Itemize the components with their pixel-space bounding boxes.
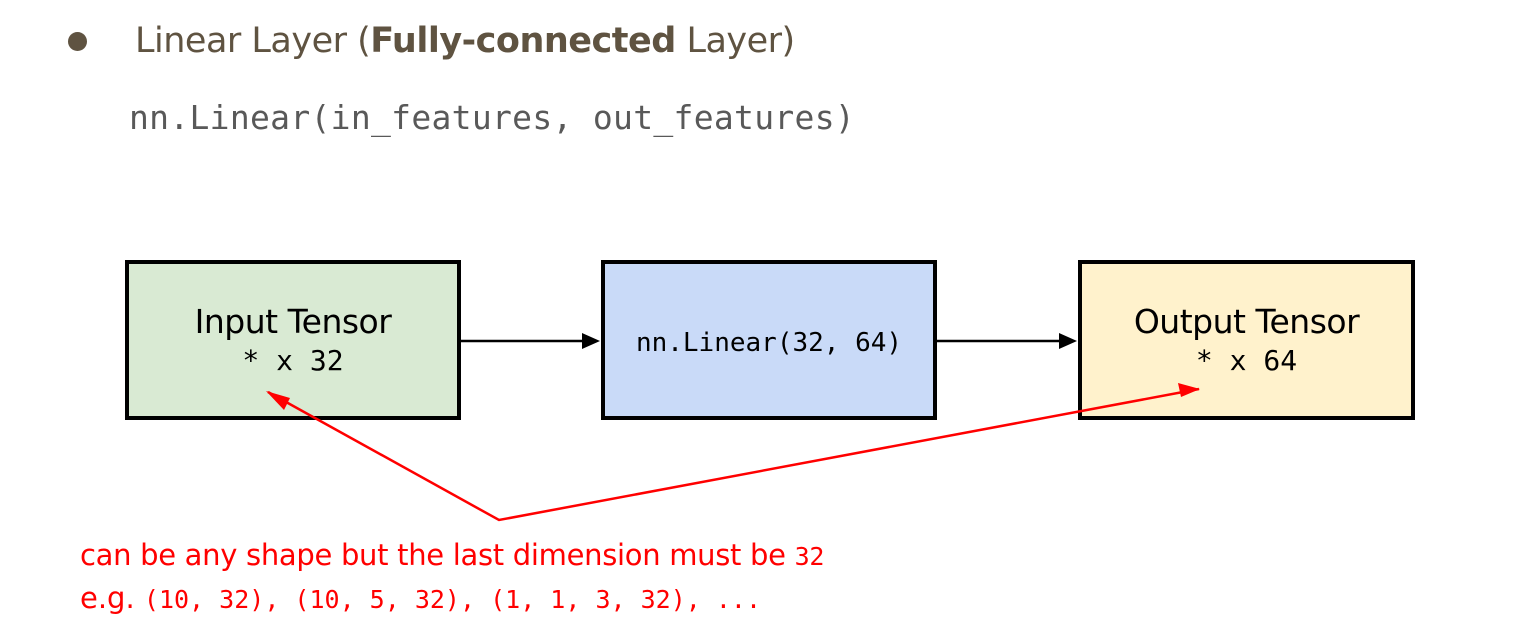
annotation-line-2: e.g. (10, 32), (10, 5, 32), (1, 1, 3, 32… <box>80 581 761 615</box>
bullet-heading-suffix: Layer) <box>675 21 795 61</box>
flow-arrow-linear-to-output <box>937 333 1077 349</box>
annotation-line-1-code: 32 <box>794 542 825 571</box>
input-tensor-shape: * x 32 <box>242 344 344 377</box>
output-tensor-title: Output Tensor <box>1133 302 1360 341</box>
bullet-heading-bold: Fully-connected <box>370 21 676 61</box>
bullet-item: Linear Layer (Fully-connected Layer) <box>62 14 795 68</box>
annotation-line-2-examples: (10, 32), (10, 5, 32), (1, 1, 3, 32), ..… <box>143 585 762 614</box>
annotation-line-1-text: can be any shape but the last dimension … <box>80 538 795 572</box>
annotation-line-2-prefix: e.g. <box>80 581 144 615</box>
input-tensor-box: Input Tensor * x 32 <box>125 260 461 420</box>
bullet-dot-icon <box>68 31 87 51</box>
linear-layer-label: nn.Linear(32, 64) <box>635 328 903 358</box>
output-tensor-shape: * x 64 <box>1195 344 1298 377</box>
output-tensor-box: Output Tensor * x 64 <box>1078 260 1415 420</box>
bullet-heading: Linear Layer (Fully-connected Layer) <box>135 21 795 61</box>
linear-layer-box: nn.Linear(32, 64) <box>601 260 937 420</box>
input-tensor-title: Input Tensor <box>194 302 392 341</box>
flow-arrow-input-to-linear <box>461 333 600 349</box>
bullet-heading-prefix: Linear Layer ( <box>135 21 371 61</box>
code-signature: nn.Linear(in_features, out_features) <box>129 98 856 137</box>
annotation-line-1: can be any shape but the last dimension … <box>80 538 824 572</box>
